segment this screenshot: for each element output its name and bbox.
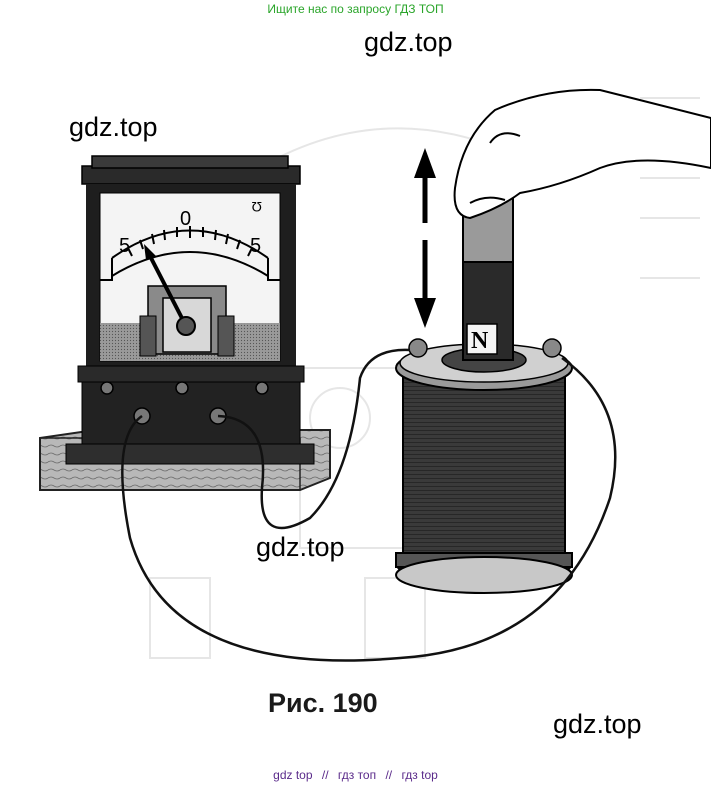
footer-link-1[interactable]: gdz top — [273, 768, 313, 782]
figure-illustration: 5 0 5 Ω N — [0, 18, 711, 765]
scale-label-right: 5 — [250, 235, 261, 257]
watermark-4: gdz.top — [553, 709, 642, 739]
footer-links: gdz top // гдз топ // гдз top — [0, 765, 711, 786]
watermark-1: gdz.top — [364, 27, 453, 57]
scale-label-center: 0 — [180, 208, 191, 230]
up-down-arrow — [414, 148, 436, 328]
figure-caption: Рис. 190 — [268, 688, 378, 718]
watermark-3: gdz.top — [256, 532, 345, 562]
watermark-2: gdz.top — [69, 112, 158, 142]
footer-link-2[interactable]: гдз топ — [337, 768, 377, 782]
scale-label-left: 5 — [119, 235, 130, 257]
footer-separator: // — [385, 768, 393, 782]
hand — [453, 88, 711, 220]
galvanometer — [65, 155, 315, 465]
unit-mark: Ω — [252, 199, 262, 215]
wires — [121, 348, 617, 662]
magnet-pole-label: N — [471, 328, 489, 354]
top-banner[interactable]: Ищите нас по запросу ГДЗ ТОП — [267, 2, 444, 16]
footer-link-3[interactable]: гдз top — [401, 768, 438, 782]
coil — [395, 338, 573, 594]
footer-separator: // — [321, 768, 329, 782]
